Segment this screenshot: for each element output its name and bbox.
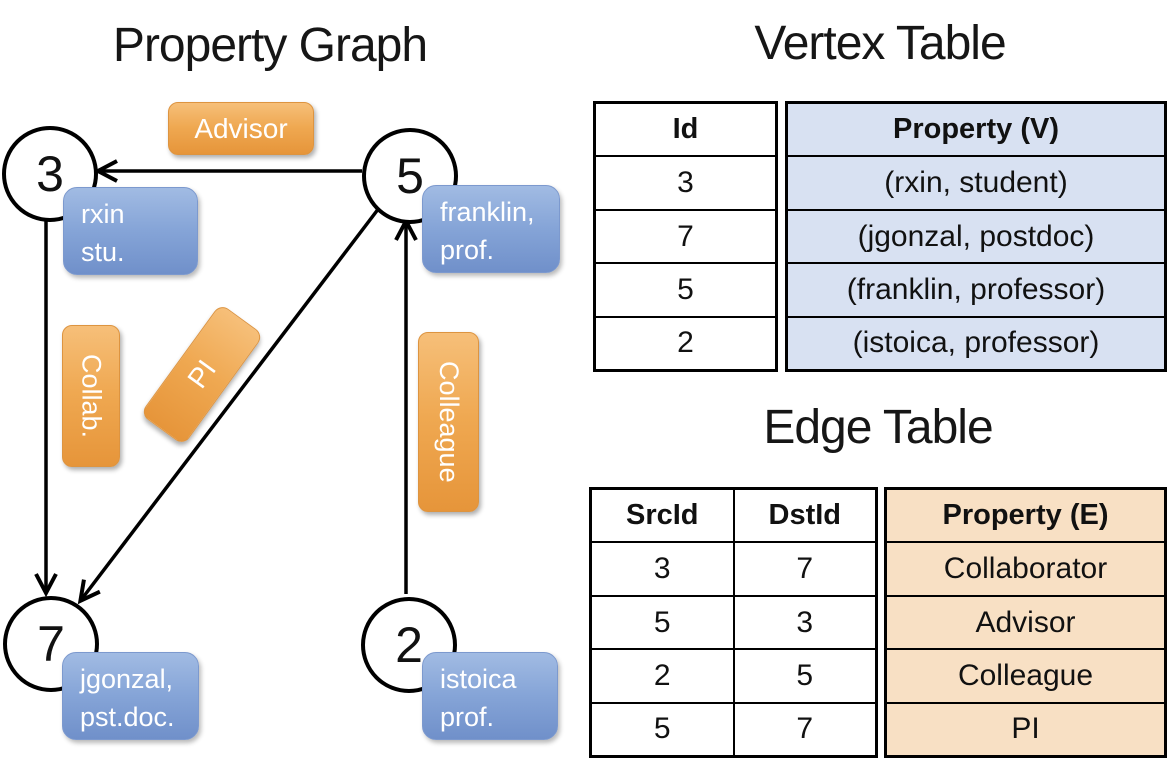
- table-row: 5 3: [592, 594, 875, 649]
- vertex-id: 7: [37, 616, 65, 672]
- column-header-dstid: DstId: [768, 499, 842, 532]
- vertex-label-franklin: franklin, prof.: [422, 185, 560, 273]
- edge-label-text: Colleague: [434, 361, 464, 483]
- srcid-cell: 3: [592, 543, 735, 595]
- edge-label-text: PI: [181, 354, 222, 395]
- vertex-table: Id 3 7 5 2 Property (V) (rxin, student) …: [593, 101, 1167, 372]
- vertex-label-line: rxin: [81, 199, 125, 229]
- table-row: Advisor: [887, 594, 1164, 649]
- dstid-cell: 3: [796, 605, 814, 639]
- srcid-cell: 5: [592, 703, 735, 756]
- column-header-srcid: SrcId: [592, 490, 735, 542]
- column-header-id: Id: [672, 113, 699, 146]
- edge-table: SrcId DstId 3 7 5 3 2 5 5 7 Property (E)…: [589, 487, 1167, 758]
- vertex-circle-2: 2: [361, 597, 457, 693]
- vertex-label-jgonzal: jgonzal, pst.doc.: [62, 652, 199, 740]
- edge-table-property-column: Property (E) Collaborator Advisor Collea…: [884, 487, 1167, 758]
- table-row: 3: [596, 155, 775, 208]
- edge-table-title: Edge Table: [763, 401, 993, 454]
- edge-label-advisor: Advisor: [168, 102, 314, 155]
- srcid-cell: 5: [592, 596, 735, 649]
- column-header-property-e: Property (E): [887, 490, 1164, 542]
- table-row: 2 5: [592, 648, 875, 702]
- table-row: 5 7: [592, 701, 875, 756]
- vertex-label-line: prof.: [440, 234, 495, 265]
- vertex-label-line: pst.doc.: [80, 701, 175, 732]
- table-row: 3 7: [592, 541, 875, 595]
- property-cell: (franklin, professor): [788, 264, 1164, 316]
- table-row: (rxin, student): [788, 155, 1164, 209]
- table-row: PI: [887, 701, 1164, 756]
- edge-label-collab: Collab.: [62, 325, 120, 467]
- dstid-cell: 7: [796, 552, 814, 586]
- table-row: Colleague: [887, 648, 1164, 702]
- vertex-label-line: jgonzal,: [80, 664, 174, 694]
- property-cell: Collaborator: [887, 543, 1164, 595]
- property-cell: PI: [887, 703, 1164, 756]
- id-cell: 5: [677, 272, 694, 306]
- vertex-label-rxin: rxin stu.: [63, 187, 198, 275]
- vertex-table-property-column: Property (V) (rxin, student) (jgonzal, p…: [785, 101, 1167, 372]
- dstid-cell: 5: [796, 658, 814, 692]
- table-row: 2: [596, 315, 775, 369]
- edge-label-text: Collab.: [76, 353, 107, 439]
- dstid-cell: 7: [796, 712, 814, 746]
- edge-pi-line-5-to-7: [77, 206, 381, 605]
- srcid-cell: 2: [592, 650, 735, 702]
- vertex-label-line: franklin,: [440, 197, 535, 227]
- edge-table-ids-columns: SrcId DstId 3 7 5 3 2 5 5 7: [589, 487, 878, 758]
- vertex-id: 3: [36, 146, 64, 202]
- vertex-table-title: Vertex Table: [754, 17, 1006, 70]
- vertex-label-line: prof.: [440, 701, 495, 732]
- vertex-id: 5: [396, 148, 424, 204]
- property-cell: (istoica, professor): [788, 317, 1164, 370]
- vertex-id: 2: [395, 617, 423, 673]
- table-row: (istoica, professor): [788, 315, 1164, 370]
- property-cell: Colleague: [887, 650, 1164, 702]
- edge-label-text: Advisor: [194, 112, 288, 144]
- property-cell: Advisor: [887, 596, 1164, 649]
- edge-label-colleague: Colleague: [418, 332, 479, 512]
- property-graph-title: Property Graph: [112, 19, 428, 72]
- property-cell: (rxin, student): [788, 157, 1164, 209]
- column-header-property-v: Property (V): [788, 104, 1164, 156]
- property-cell: (jgonzal, postdoc): [788, 210, 1164, 263]
- id-cell: 3: [677, 166, 694, 200]
- table-row: Collaborator: [887, 541, 1164, 595]
- vertex-label-line: stu.: [81, 236, 125, 267]
- id-cell: 2: [677, 326, 694, 360]
- table-row: 5: [596, 262, 775, 315]
- vertex-table-id-column: Id 3 7 5 2: [593, 101, 778, 372]
- vertex-label-istoica: istoica prof.: [422, 652, 558, 740]
- table-row: (franklin, professor): [788, 262, 1164, 316]
- table-row: 7: [596, 208, 775, 262]
- vertex-label-line: istoica: [440, 664, 517, 694]
- table-row: (jgonzal, postdoc): [788, 208, 1164, 263]
- id-cell: 7: [677, 219, 694, 253]
